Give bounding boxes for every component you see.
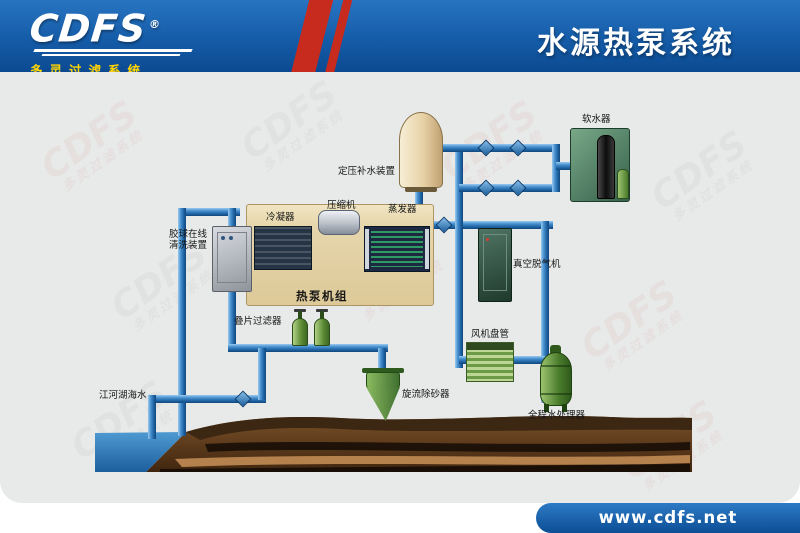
processor-leg — [544, 404, 549, 412]
footer-bar: www.cdfs.net — [536, 503, 800, 533]
pipe-topleft — [178, 208, 240, 216]
topsoil-layer — [186, 416, 692, 440]
pipe-loop-top — [440, 144, 560, 152]
evaporator-plate — [365, 229, 369, 269]
pipe-intake-bottom — [148, 395, 266, 403]
filter-valve-handle — [316, 309, 328, 312]
evaporator-label: 蒸发器 — [388, 204, 417, 215]
processor-nozzle — [550, 345, 561, 354]
pipe-mid-right — [455, 144, 463, 368]
header: CDFS® 多灵过滤系统 水源热泵系统 — [0, 0, 800, 72]
degasser-indicator — [486, 238, 489, 241]
logo-underline — [33, 48, 193, 52]
processor-leg — [562, 404, 567, 412]
makeup-water-tank-base — [405, 187, 437, 192]
filter-valve-handle — [294, 309, 306, 312]
raw-water-label: 江河湖海水 — [99, 390, 147, 401]
logo-slogan: 多灵过滤系统 — [30, 62, 148, 72]
pipe-fancoil-right — [508, 356, 545, 364]
filter-stem — [320, 311, 324, 319]
brand-logo: CDFS® 多灵过滤系统 — [27, 5, 195, 72]
fan-coil-label: 风机盘管 — [471, 329, 510, 340]
pipe-bottom-riser — [258, 348, 266, 400]
ball-cleaner-label: 胶球在线 清洗装置 — [169, 229, 207, 251]
pipe-loop-bottom — [459, 184, 560, 192]
softener-brine-tank — [617, 169, 629, 199]
registered-mark: ® — [148, 18, 162, 31]
processor-band — [541, 365, 571, 367]
logo-underline-thin — [41, 53, 181, 56]
evaporator-coil — [371, 231, 423, 267]
pipe-intake-drop — [148, 395, 156, 439]
pipe-fancoil-left — [459, 356, 471, 364]
compressor-label: 压缩机 — [327, 200, 356, 211]
pipe-evaporator-out — [428, 221, 553, 229]
degasser-panel — [483, 234, 507, 291]
softener-resin-cylinder — [597, 135, 615, 199]
cabinet-indicator — [221, 236, 225, 240]
dark-stratum — [205, 442, 690, 452]
water-processor-label: 全程水处理器 — [528, 410, 586, 421]
ball-cleaning-cabinet — [212, 226, 252, 292]
bottom-stratum — [160, 464, 690, 472]
degasser-label: 真空脱气机 — [513, 259, 561, 270]
disc-filter-label: 叠片过滤器 — [234, 316, 282, 327]
condenser-label: 冷凝器 — [266, 212, 295, 223]
page-title: 水源热泵系统 — [537, 26, 735, 61]
pipe-right-main — [541, 221, 549, 403]
water-softener-unit — [570, 128, 630, 202]
filter-stem — [298, 311, 302, 319]
evaporator-plate — [425, 229, 429, 269]
pipe-filter-manifold — [228, 344, 388, 352]
cyclone-flange — [362, 368, 404, 373]
disc-filter-canister — [292, 318, 308, 346]
heat-pump-unit-label: 热泵机组 — [296, 289, 348, 303]
cabinet-door — [217, 232, 247, 283]
evaporator-unit — [364, 226, 430, 272]
cyclone-body — [366, 372, 400, 388]
logo-text: CDFS® — [27, 5, 195, 51]
pipe-cabinet-down — [228, 290, 236, 352]
ball-cleaner-label-line2: 清洗装置 — [169, 240, 208, 251]
makeup-water-tank — [399, 112, 443, 188]
fan-coil-unit — [466, 342, 514, 382]
water-body — [95, 432, 186, 472]
compressor-unit — [318, 210, 360, 235]
cyclone-label: 旋流除砂器 — [402, 389, 450, 400]
pipe-softener-link — [556, 162, 578, 170]
fan-coil-top-bar — [467, 343, 513, 350]
condenser-unit — [254, 226, 312, 270]
disc-filter-canister — [314, 318, 330, 346]
ball-cleaner-label-line1: 胶球在线 — [169, 229, 208, 240]
pipe-cyclone-stub — [378, 348, 386, 376]
logo-name: CDFS — [27, 6, 149, 51]
vacuum-degasser-unit — [478, 228, 512, 302]
pipe-cabinet-stub — [228, 208, 236, 232]
sand-stratum — [175, 455, 690, 467]
cabinet-indicator — [229, 236, 233, 240]
processor-band — [541, 393, 571, 395]
makeup-tank-label: 定压补水装置 — [338, 166, 396, 177]
softener-label: 软水器 — [582, 114, 611, 125]
pipe-intake-riser — [178, 208, 186, 436]
website-url[interactable]: www.cdfs.net — [598, 508, 738, 527]
water-processor-tank — [540, 352, 572, 406]
